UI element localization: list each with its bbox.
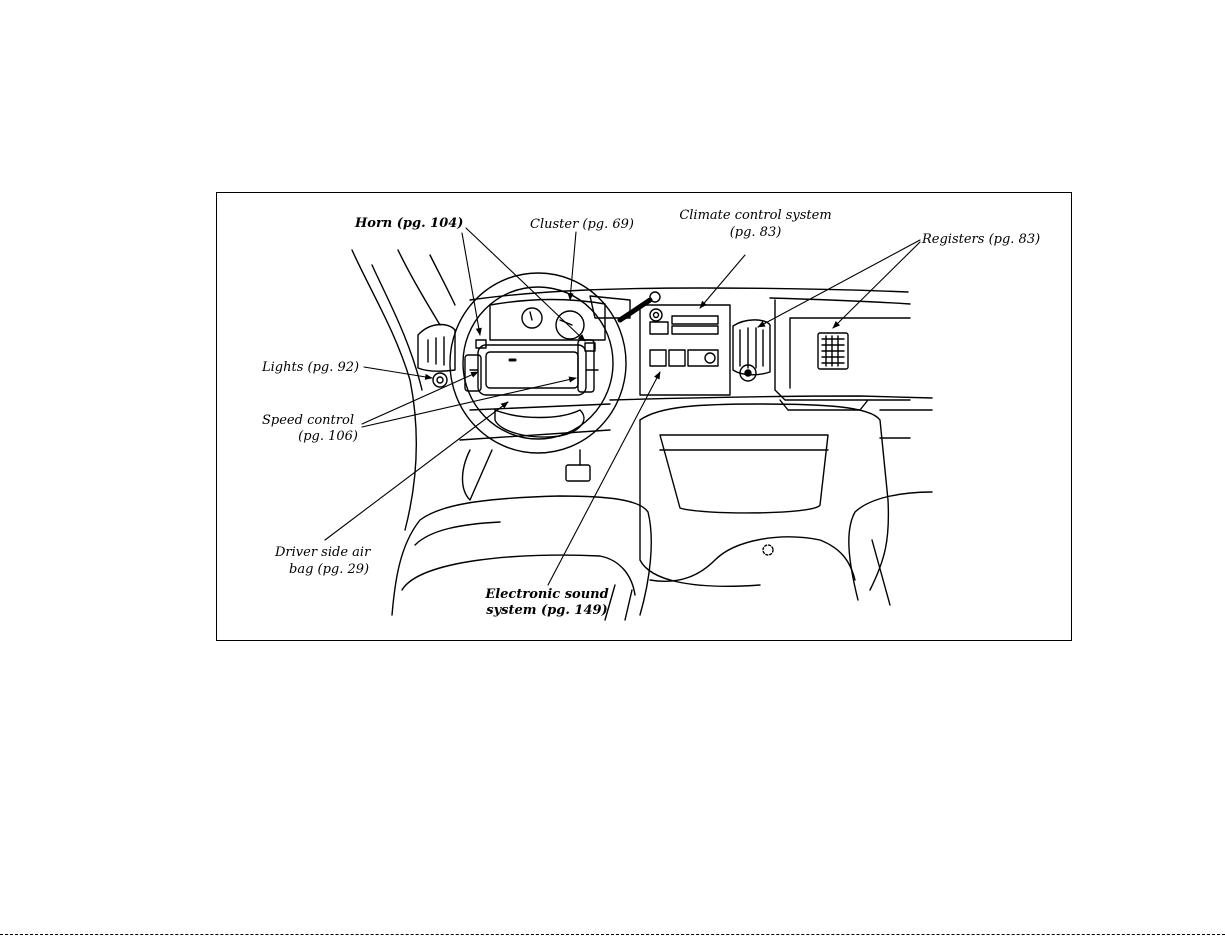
speed-control-label-line1: Speed control <box>262 413 354 429</box>
passenger-seat <box>849 492 932 605</box>
glove-box <box>640 400 888 590</box>
horn-leader-right <box>466 228 585 341</box>
center-stack <box>620 292 730 395</box>
climate-leader <box>700 255 745 308</box>
speed-control-label-line2: (pg. 106) <box>262 429 358 445</box>
registers-label: Registers (pg. 83) <box>922 232 1040 248</box>
horn-label: Horn (pg. 104) <box>355 216 463 232</box>
lights-label: Lights (pg. 92) <box>262 360 359 376</box>
sound-label-line1: Electronic sound <box>478 587 616 603</box>
airbag-label-line1: Driver side air <box>275 545 370 561</box>
center-register <box>733 320 770 381</box>
airbag-label-line2: bag (pg. 29) <box>289 562 369 578</box>
horn-leader-left <box>462 233 480 335</box>
climate-label-line1: Climate control system <box>668 208 843 224</box>
bottom-rule <box>0 934 1225 935</box>
cluster-label: Cluster (pg. 69) <box>530 217 634 233</box>
climate-label-line2: (pg. 83) <box>668 225 843 241</box>
sound-label-line2: system (pg. 149) <box>478 603 616 619</box>
a-pillar <box>352 250 455 530</box>
cluster-leader <box>570 232 576 300</box>
left-vent <box>418 325 455 387</box>
right-register <box>818 333 848 369</box>
registers-leader-right <box>833 242 920 328</box>
steering-column <box>463 450 591 500</box>
registers-leader-left <box>758 240 920 327</box>
